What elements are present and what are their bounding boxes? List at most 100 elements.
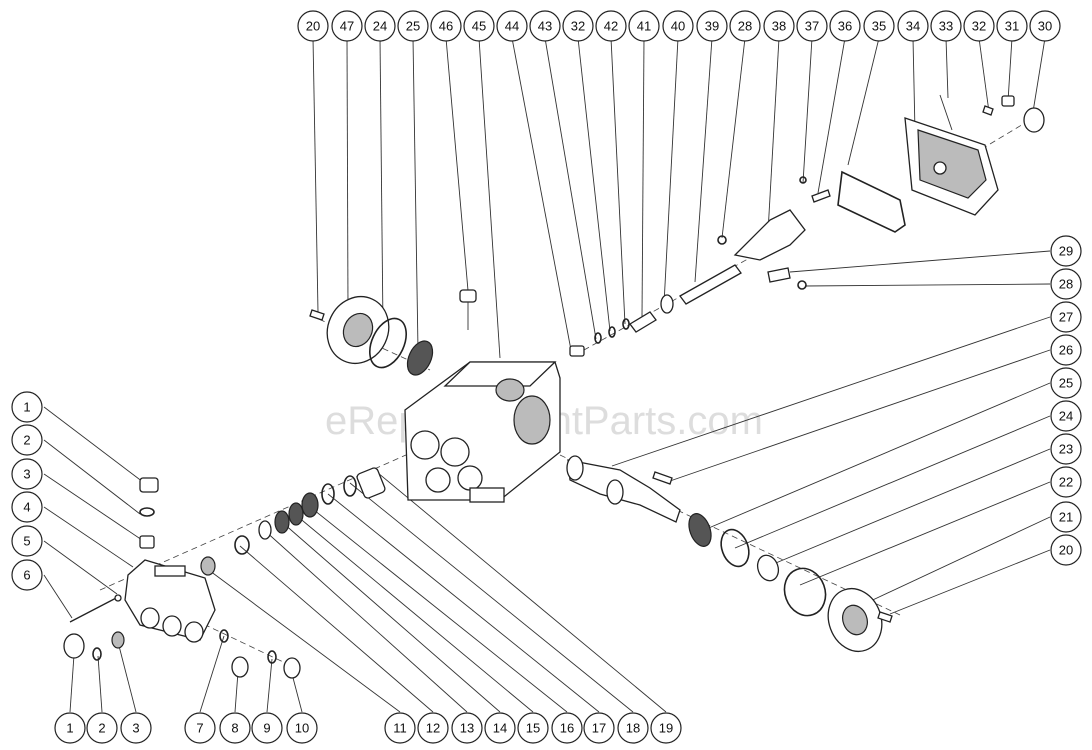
callout-19: 19 [650,712,682,744]
svg-text:3: 3 [132,721,139,736]
callouts-bottom: 1 2 3 7 8 9 10 11 12 13 14 15 16 17 18 1… [54,712,682,744]
svg-text:28: 28 [1059,277,1073,292]
svg-text:9: 9 [263,721,270,736]
callout-13: 13 [451,712,483,744]
callout-6: 6 [11,559,43,591]
callout-10: 10 [286,712,318,744]
svg-text:44: 44 [505,19,519,34]
svg-text:38: 38 [772,19,786,34]
callout-44: 44 [496,10,528,42]
svg-text:13: 13 [460,721,474,736]
svg-text:6: 6 [23,568,30,583]
callout-33: 33 [930,10,962,42]
svg-text:20: 20 [1059,543,1073,558]
svg-text:7: 7 [196,721,203,736]
callout-16: 16 [551,712,583,744]
callout-39: 39 [696,10,728,42]
callout-15: 15 [517,712,549,744]
callout-9: 9 [251,712,283,744]
svg-text:4: 4 [23,500,30,515]
callout-35: 35 [863,10,895,42]
callout-5: 5 [11,525,43,557]
svg-text:47: 47 [340,19,354,34]
callout-32: 32 [562,10,594,42]
svg-text:5: 5 [23,534,30,549]
svg-text:3: 3 [23,467,30,482]
callout-24b: 24 [1050,400,1082,432]
callout-20: 20 [297,10,329,42]
svg-text:16: 16 [560,721,574,736]
crankcase [404,361,561,503]
svg-text:25: 25 [1059,376,1073,391]
svg-text:43: 43 [538,19,552,34]
callout-36: 36 [829,10,861,42]
callout-27: 27 [1050,301,1082,333]
callout-30: 30 [1029,10,1061,42]
svg-text:21: 21 [1059,510,1073,525]
svg-text:14: 14 [493,721,507,736]
callout-45: 45 [463,10,495,42]
callout-24: 24 [364,10,396,42]
svg-text:1: 1 [23,400,30,415]
parts [63,94,1045,679]
svg-text:32: 32 [972,19,986,34]
callout-21: 21 [1050,501,1082,533]
svg-text:11: 11 [393,721,407,736]
svg-text:27: 27 [1059,310,1073,325]
svg-text:18: 18 [626,721,640,736]
callout-31: 31 [996,10,1028,42]
svg-text:41: 41 [637,19,651,34]
svg-text:15: 15 [526,721,540,736]
svg-text:46: 46 [439,19,453,34]
crankshaft [566,455,681,523]
svg-text:32: 32 [571,19,585,34]
plunger-seal-pack [200,467,386,576]
callout-1: 1 [11,391,43,423]
callout-28b: 28 [1050,268,1082,300]
svg-text:28: 28 [738,19,752,34]
callout-14: 14 [484,712,516,744]
callout-7: 7 [184,712,216,744]
svg-text:35: 35 [872,19,886,34]
callout-47: 47 [331,10,363,42]
manifold-plugs [63,629,301,679]
svg-text:10: 10 [295,721,309,736]
manifold-head [69,477,216,643]
callout-18: 18 [617,712,649,744]
callout-25b: 25 [1050,367,1082,399]
bearing-cover-left [309,296,434,376]
callout-11: 11 [384,712,416,744]
svg-text:36: 36 [838,19,852,34]
svg-text:29: 29 [1059,244,1073,259]
svg-text:8: 8 [231,721,238,736]
svg-text:23: 23 [1059,442,1073,457]
svg-text:31: 31 [1005,19,1019,34]
svg-text:17: 17 [592,721,606,736]
callout-3b: 3 [120,712,152,744]
rear-cover-gasket [837,170,906,233]
svg-text:33: 33 [939,19,953,34]
right-bearing-group [688,513,893,653]
callout-29: 29 [1050,235,1082,267]
callout-41: 41 [628,10,660,42]
callouts-right: 29 28 27 26 25 24 23 22 21 20 [1050,235,1082,566]
callout-12: 12 [417,712,449,744]
svg-text:37: 37 [805,19,819,34]
svg-text:19: 19 [659,721,673,736]
callouts-top: 20 47 24 25 46 45 44 43 32 42 41 40 39 2… [297,10,1061,42]
callout-37: 37 [796,10,828,42]
svg-text:22: 22 [1059,475,1073,490]
callout-2b: 2 [86,712,118,744]
svg-text:2: 2 [23,433,30,448]
svg-text:45: 45 [472,19,486,34]
svg-text:42: 42 [604,19,618,34]
svg-text:34: 34 [906,19,920,34]
svg-text:40: 40 [671,19,685,34]
callout-26: 26 [1050,334,1082,366]
callout-22: 22 [1050,466,1082,498]
assembly-axes [99,119,1031,671]
oil-fill-cap [459,289,477,330]
svg-text:25: 25 [406,19,420,34]
svg-text:12: 12 [426,721,440,736]
